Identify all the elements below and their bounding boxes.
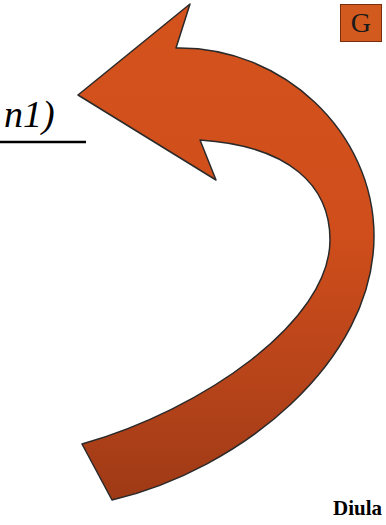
tab-text: G [351, 7, 371, 39]
u-turn-arrow [78, 4, 374, 500]
fraction-bar [0, 141, 86, 144]
formula-fragment: n1) [4, 92, 55, 136]
title-tab: G [340, 4, 382, 42]
footer-label: Diula [333, 496, 382, 521]
